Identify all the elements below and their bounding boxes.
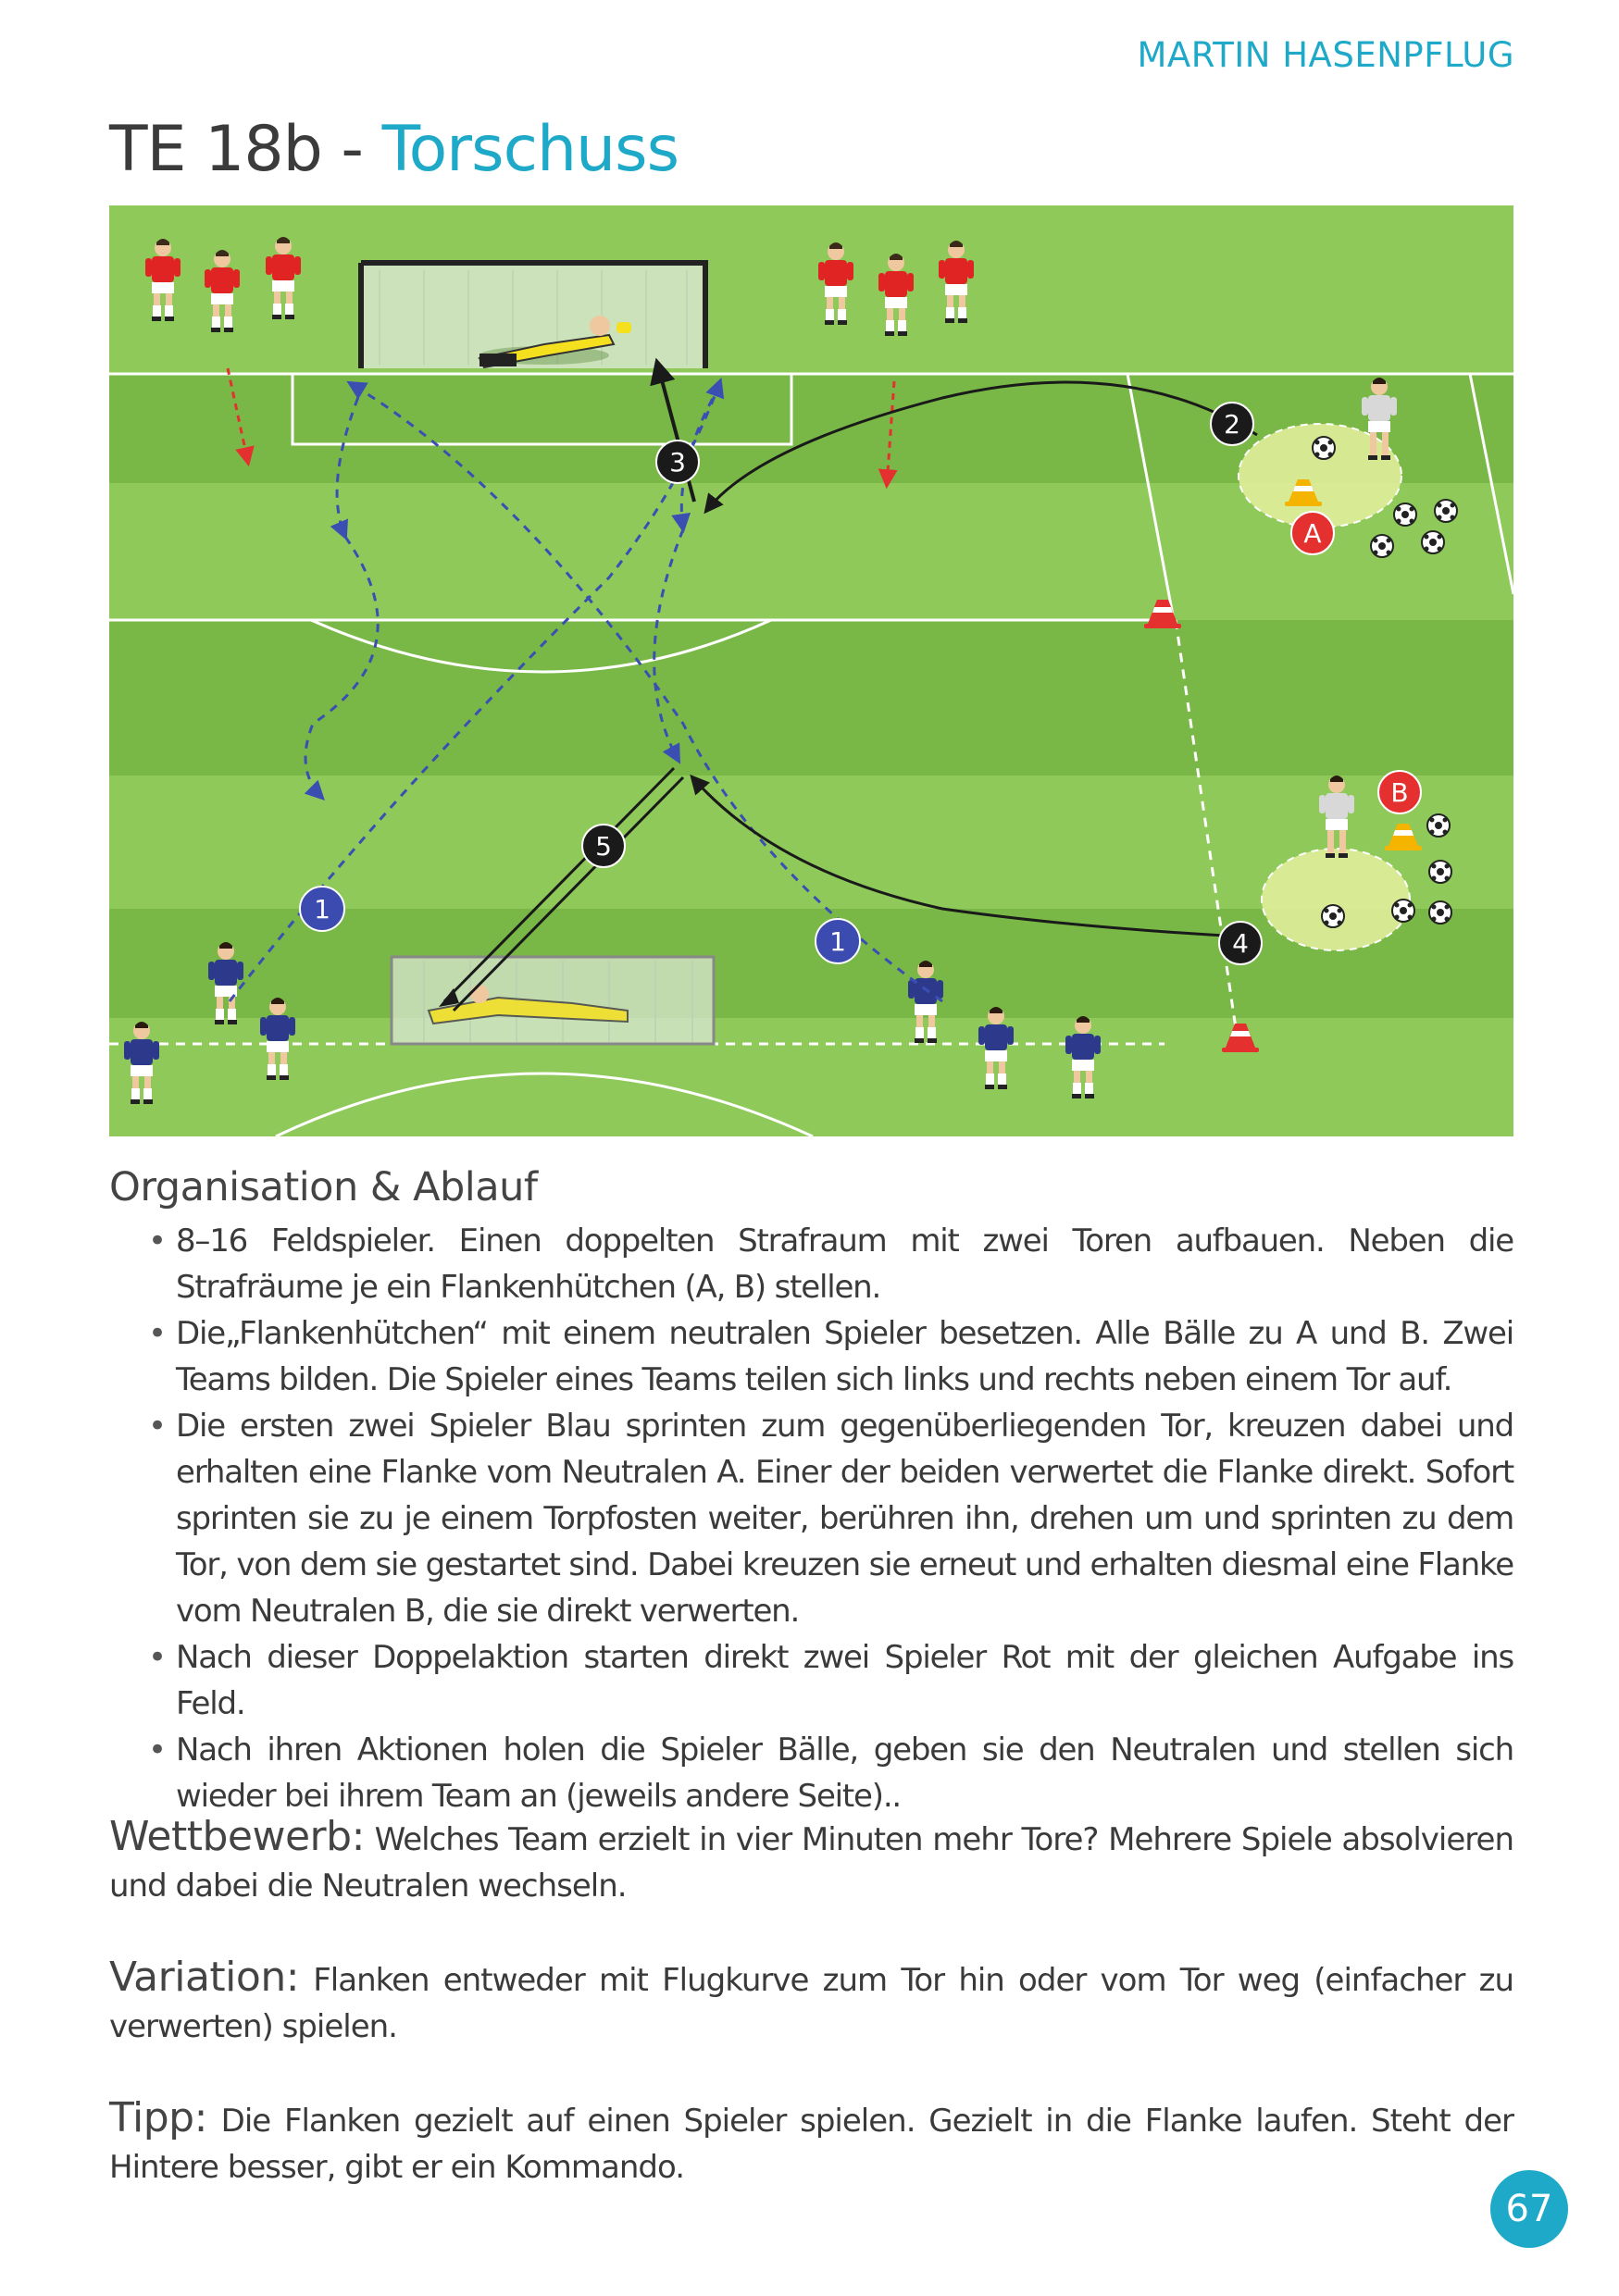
marker-a-label: A [1303,518,1321,549]
marker-5: 5 [581,824,626,868]
list-item: Die ersten zwei Spieler Blau sprinten zu… [148,1403,1514,1634]
organisation-list: 8–16 Feldspieler. Einen doppelten Strafr… [148,1218,1514,1819]
marker-1-right: 1 [815,918,861,964]
cross-path-a [704,380,1258,515]
grass-stripe [109,620,1513,776]
red-arrow [878,380,898,490]
shot-arrow-head [439,988,459,1007]
ball [1312,436,1336,460]
top-goal [358,260,708,368]
bottom-goal [390,955,716,1046]
pitch-lines [109,372,1513,674]
ball [1321,904,1345,928]
marker-1-right-label: 1 [829,926,846,957]
marker-a: A [1290,511,1335,555]
shot-line-bottom [442,766,685,1012]
organisation-heading: Organisation & Ablauf [109,1164,538,1210]
list-item: 8–16 Feldspieler. Einen doppelten Strafr… [148,1218,1514,1310]
marker-3-label: 3 [669,447,686,478]
list-item: Nach ihren Aktionen holen die Spieler Bä… [148,1727,1514,1819]
neutral-zone-b [1261,848,1411,951]
pitch-svg: 1 1 2 3 4 5 A B [109,205,1513,1136]
cross-path-b [690,774,1241,938]
tipp-label: Tipp: [109,2094,207,2141]
marker-2-label: 2 [1224,409,1240,440]
author-name: MARTIN HASENPFLUG [1137,35,1514,75]
marker-b-label: B [1390,777,1408,808]
marker-4-label: 4 [1232,928,1249,959]
page-title: TE 18b - Torschuss [109,113,679,186]
marker-b: B [1377,770,1422,814]
red-arrow [226,367,255,467]
ball [1421,530,1445,554]
variation-label: Variation: [109,1954,300,2001]
lower-arc [275,1072,814,1136]
marker-1-left: 1 [299,886,345,932]
drill-diagram: 1 1 2 3 4 5 A B [109,205,1513,1136]
side-line-dashed [1174,619,1239,1036]
ball [1393,503,1417,527]
ball [1428,900,1452,925]
ball [1428,860,1452,884]
wettbewerb-paragraph: Wettbewerb: Welches Team erzielt in vier… [109,1813,1514,1909]
marker-5-label: 5 [595,831,612,862]
tipp-paragraph: Tipp: Die Flanken gezielt auf einen Spie… [109,2094,1514,2191]
variation-text: Flanken entweder mit Flugkurve zum Tor h… [109,1962,1514,2045]
ball [1370,534,1394,558]
ball [1426,813,1451,838]
marker-2: 2 [1210,402,1254,446]
title-accent: Torschuss [381,113,679,186]
marker-1-left-label: 1 [314,894,330,925]
ball [1391,899,1415,923]
list-item: Nach dieser Doppelaktion starten direkt … [148,1634,1514,1727]
variation-paragraph: Variation: Flanken entweder mit Flugkurv… [109,1954,1514,2050]
page-number-badge: 67 [1490,2170,1568,2248]
title-prefix: TE 18b - [109,113,364,186]
top-goalkeeper [478,316,631,369]
wettbewerb-label: Wettbewerb: [109,1813,365,1860]
marker-4: 4 [1218,921,1263,965]
marker-3: 3 [655,440,700,484]
wettbewerb-text: Welches Team erzielt in vier Minuten meh… [109,1821,1514,1905]
ball [1434,499,1458,523]
tipp-text: Die Flanken gezielt auf einen Spieler sp… [109,2103,1514,2186]
list-item: Die„Flankenhütchen“ mit einem neutralen … [148,1310,1514,1403]
